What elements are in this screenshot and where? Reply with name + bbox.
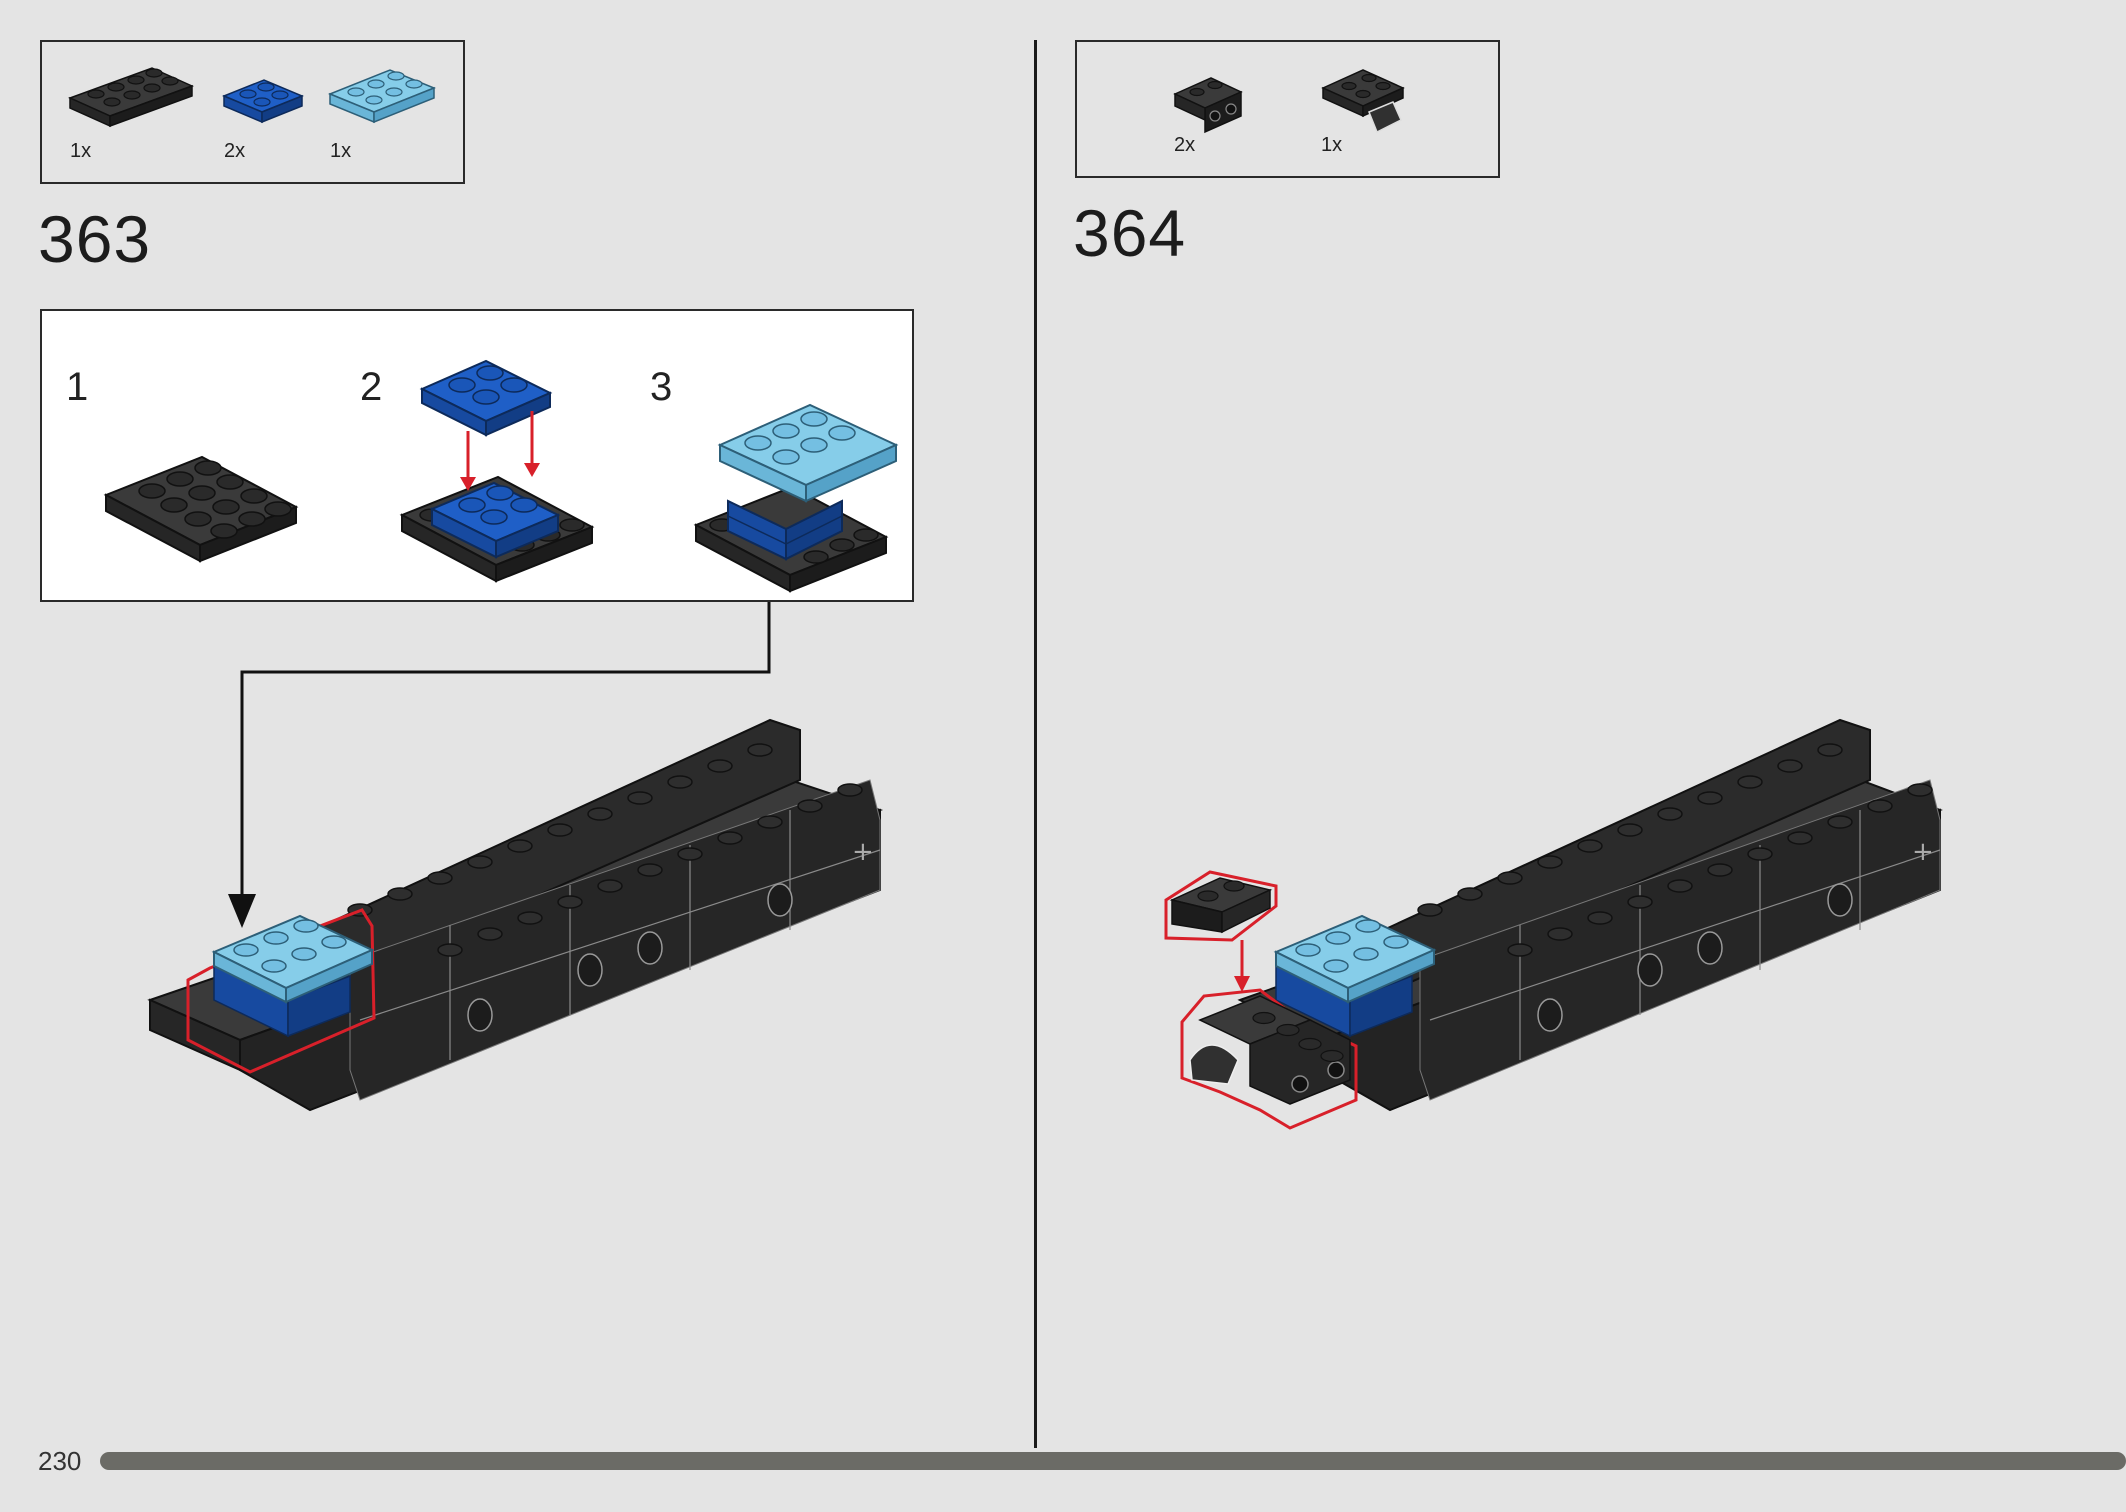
substep-2-illustration [399,359,595,583]
part-light-blue-2x3-plate-icon [328,69,436,124]
step-number-364: 364 [1073,196,1187,270]
step-number-363: 363 [38,202,152,276]
substep-1-illustration [103,455,299,563]
parts-list-364: 2x 1x [1075,40,1500,178]
main-assembly-363: + [147,718,884,1112]
part-black-2x4-plate-icon [68,67,194,128]
substep-number-2: 2 [360,365,383,409]
progress-bar [100,1452,2126,1470]
parts-list-363: 1x 2x 1x [40,40,465,184]
part-qty-1: 1x [70,140,92,162]
subassembly-box: 1 2 3 [40,309,914,602]
part-qty-2: 2x [224,140,246,162]
part-blue-2x2-plate-icon [222,79,304,124]
part-black-hinge-plate-icon [1321,69,1405,134]
part-qty-364-1: 2x [1174,134,1196,156]
svg-text:+: + [852,837,874,867]
part-black-bracket-icon [1173,77,1243,134]
substep-number-3: 3 [650,365,673,409]
main-assembly-364: + [1164,718,1943,1130]
page-number: 230 [38,1446,82,1476]
substep-3-illustration [693,403,899,593]
part-qty-364-2: 1x [1321,134,1343,156]
part-qty-3: 1x [330,140,352,162]
page-divider [1034,40,1037,1448]
substep-number-1: 1 [66,365,89,409]
svg-text:+: + [1912,837,1934,867]
